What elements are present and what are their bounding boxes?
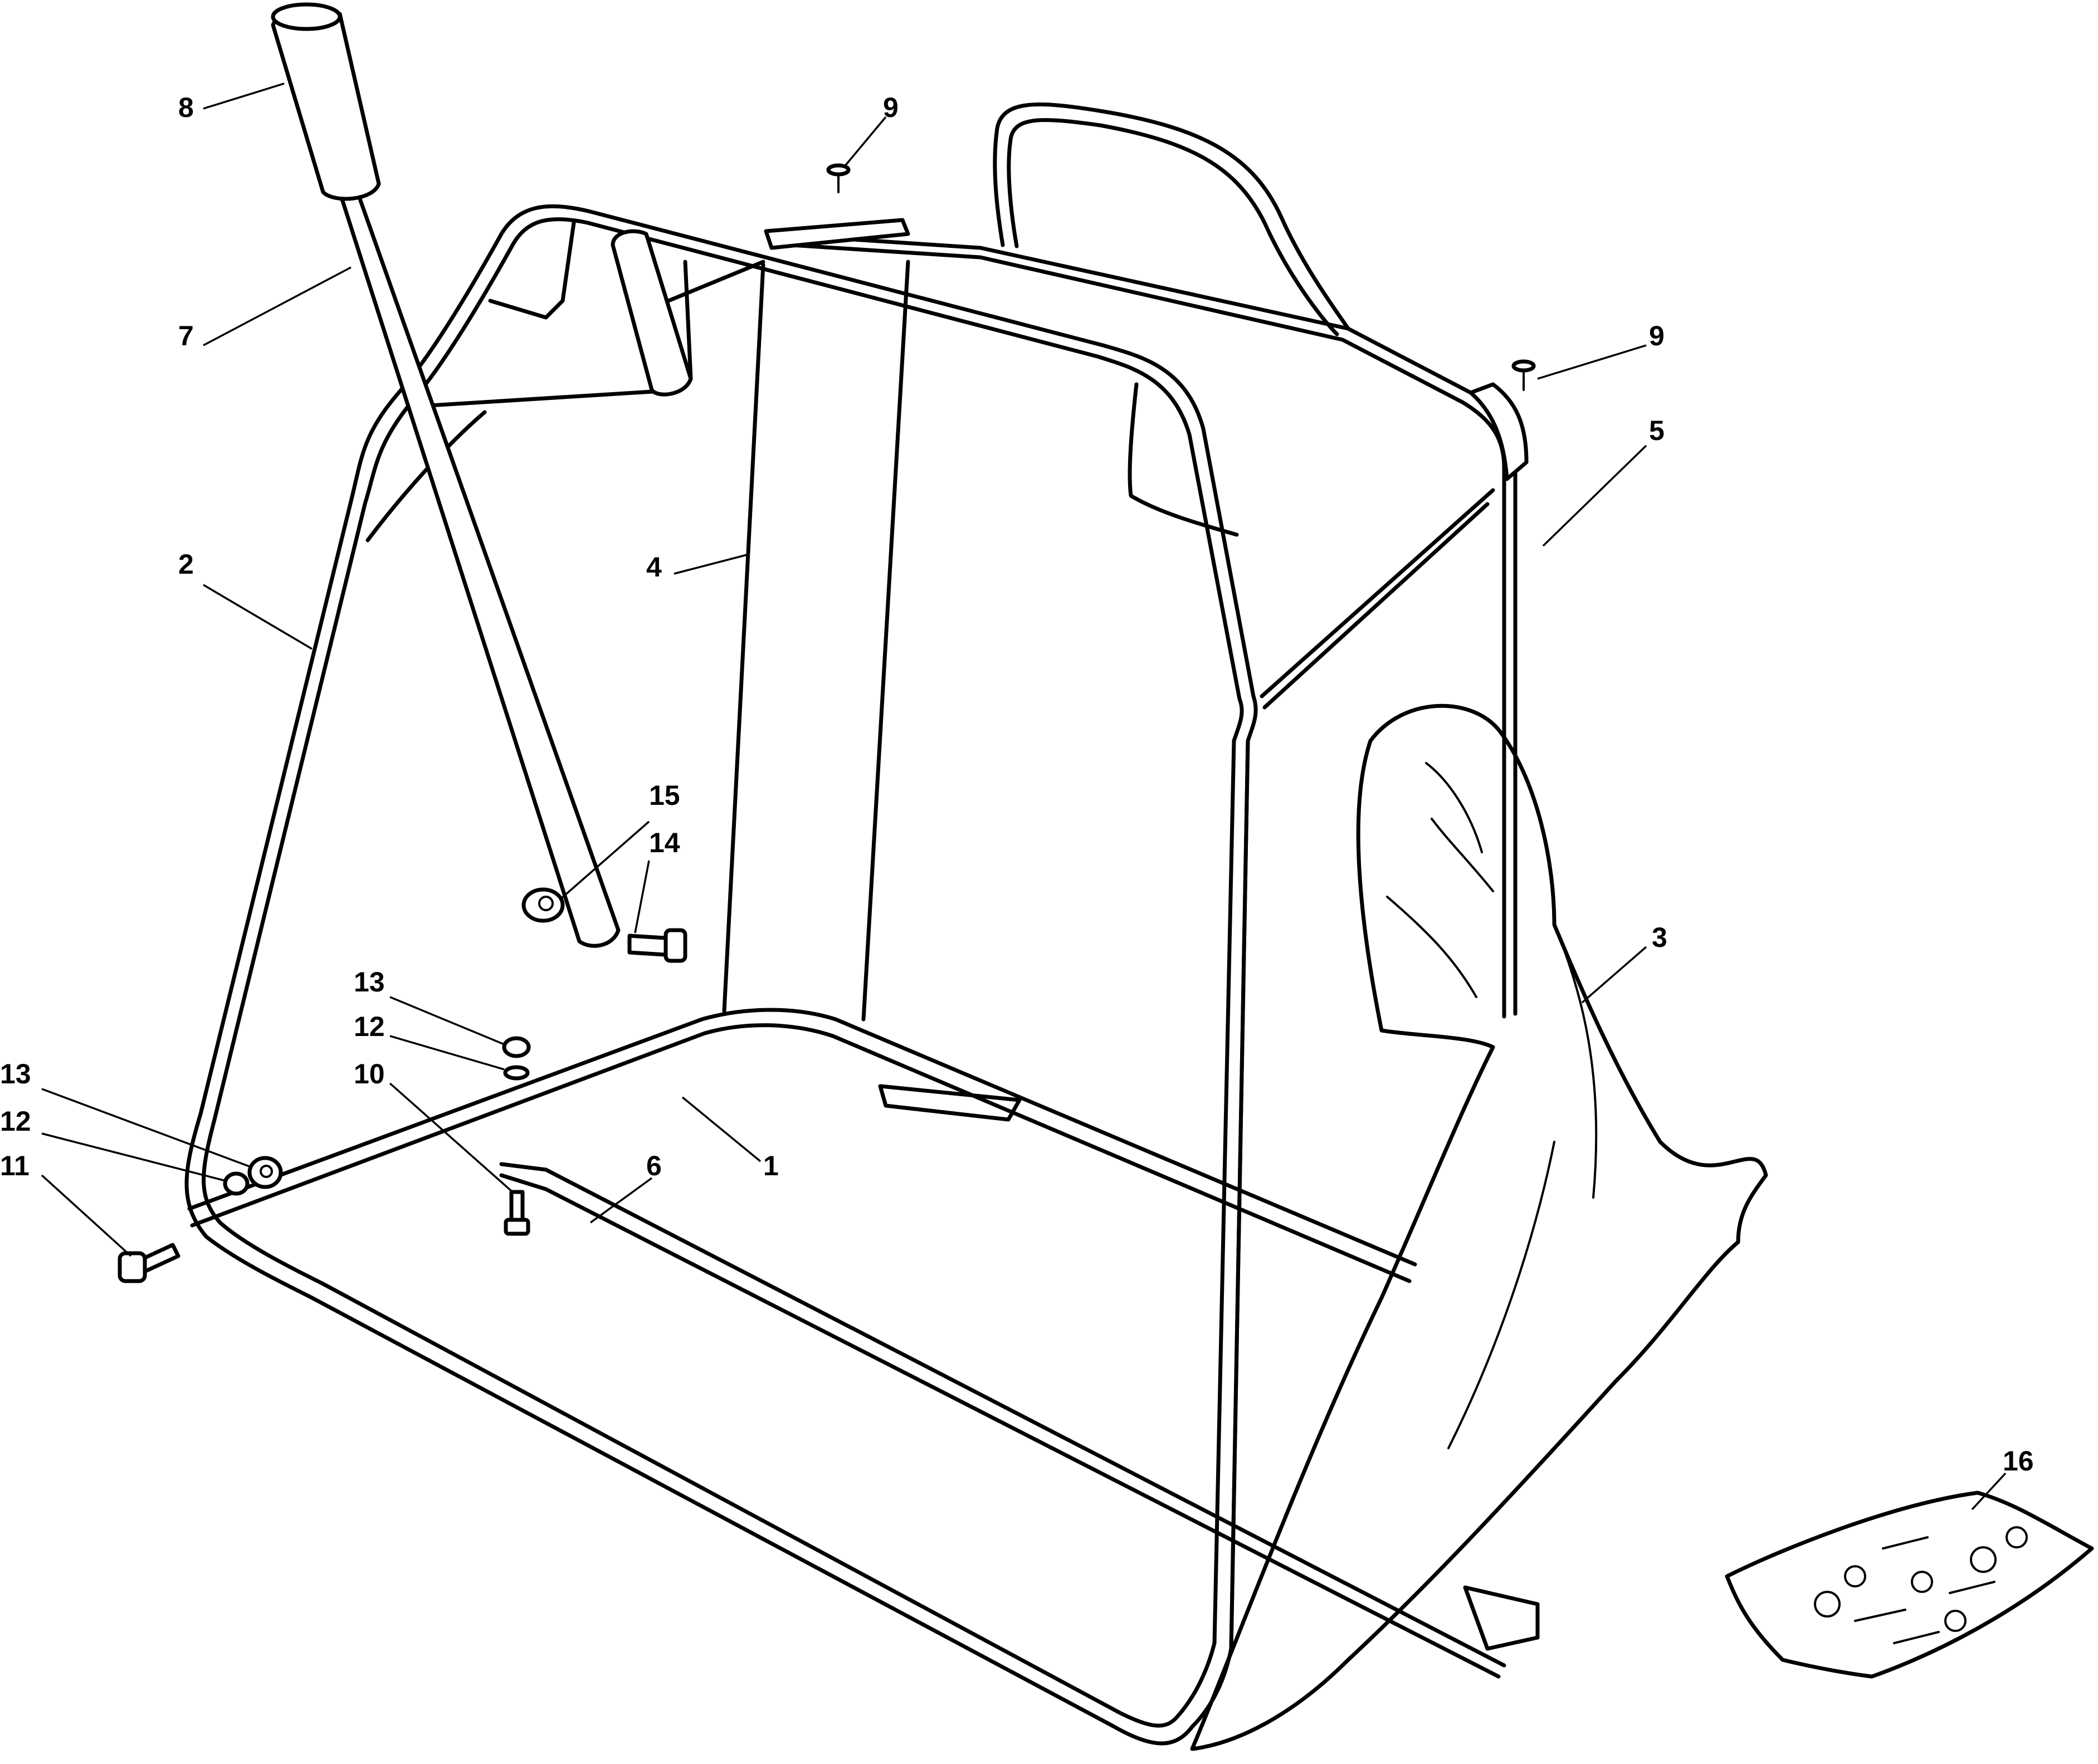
callout-6: 6 bbox=[646, 1150, 662, 1181]
callout-5: 5 bbox=[1649, 415, 1665, 446]
callout-labels: 8 9 7 9 5 2 4 15 14 3 13 12 10 13 12 6 1… bbox=[0, 92, 2034, 1477]
part-base-frame bbox=[187, 1008, 1417, 1283]
bolt-10 bbox=[504, 1190, 530, 1236]
screw-9a bbox=[826, 163, 851, 193]
callout-14: 14 bbox=[649, 827, 680, 858]
bolt-14 bbox=[627, 928, 687, 963]
part-handle bbox=[271, 2, 621, 948]
callout-1: 1 bbox=[763, 1150, 779, 1181]
callout-2: 2 bbox=[178, 549, 194, 580]
callout-9b: 9 bbox=[1649, 320, 1665, 351]
callout-8: 8 bbox=[178, 92, 194, 123]
callout-7: 7 bbox=[178, 320, 194, 351]
nut-13a bbox=[502, 1036, 531, 1058]
bolt-11 bbox=[118, 1243, 180, 1283]
hardware-kit-bag bbox=[1725, 1491, 2094, 1679]
part-panel-support bbox=[722, 218, 1239, 1122]
callout-12a: 12 bbox=[354, 1011, 385, 1042]
callout-11: 11 bbox=[0, 1150, 30, 1181]
washer-12b bbox=[223, 1171, 250, 1196]
part-front-frame bbox=[184, 204, 1258, 1746]
part-rear-frame bbox=[767, 102, 1529, 1019]
nut-13b bbox=[247, 1156, 283, 1189]
callout-9a: 9 bbox=[883, 92, 899, 123]
callout-3: 3 bbox=[1652, 922, 1667, 953]
nut-15 bbox=[521, 887, 565, 923]
callout-4: 4 bbox=[646, 551, 662, 583]
callout-16: 16 bbox=[2003, 1445, 2034, 1477]
callout-15: 15 bbox=[649, 780, 680, 811]
callout-10: 10 bbox=[354, 1058, 385, 1089]
callout-13a: 13 bbox=[354, 966, 385, 998]
part-cross-strap bbox=[499, 1162, 1540, 1679]
callout-12b: 12 bbox=[0, 1106, 31, 1137]
part-grass-bag bbox=[1190, 703, 1768, 1751]
screw-9b bbox=[1511, 359, 1536, 391]
callout-13b: 13 bbox=[0, 1058, 31, 1089]
fasteners bbox=[118, 163, 2094, 1679]
washer-12a bbox=[503, 1065, 530, 1081]
leader-lines bbox=[41, 82, 2007, 1511]
